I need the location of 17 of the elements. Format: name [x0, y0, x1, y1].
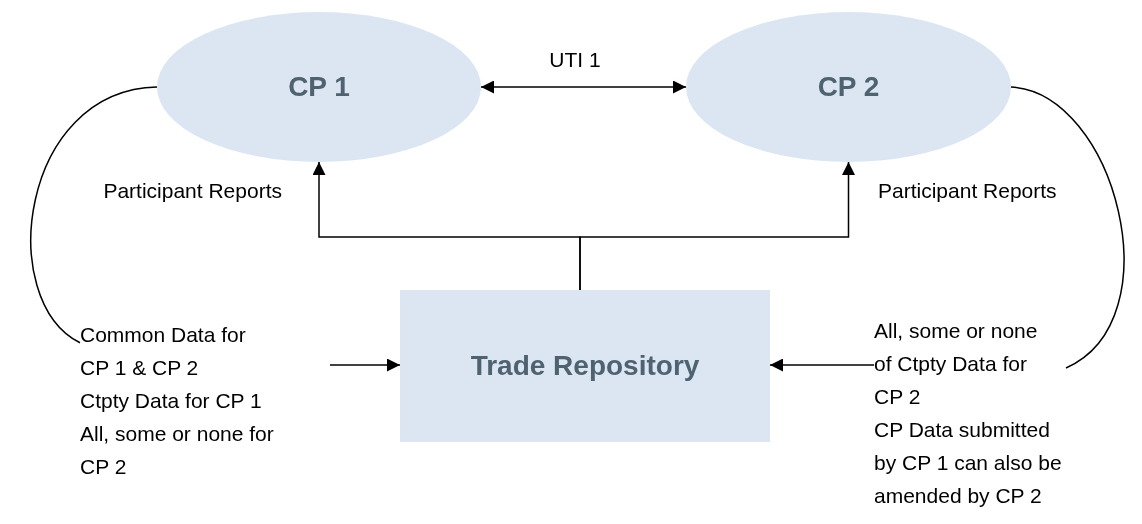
arrow [480, 80, 687, 94]
flow-label: Participant Reports [102, 178, 282, 204]
flow-label: Participant Reports [878, 178, 1058, 204]
note-text: Ctpty Data for CP 1 [80, 388, 263, 414]
arrow [329, 358, 401, 372]
repository-name: Trade Repository [470, 350, 700, 382]
note-text: Common Data for CP 1 & CP 2 [80, 322, 247, 381]
note-text: All, some or none of Ctpty Data for CP 2 [874, 318, 1039, 410]
arrow [769, 358, 875, 372]
party-name: CP 2 [817, 71, 880, 103]
note-text: All, some or none for CP 2 [80, 421, 275, 480]
party-name: CP 1 [288, 71, 350, 103]
note-text: CP Data submitted by CP 1 can also be amended by CP 2 [874, 417, 1063, 509]
arrow [579, 161, 855, 291]
connector-curve [1010, 86, 1125, 369]
connector-curve [30, 86, 158, 344]
repository-box [400, 290, 770, 442]
